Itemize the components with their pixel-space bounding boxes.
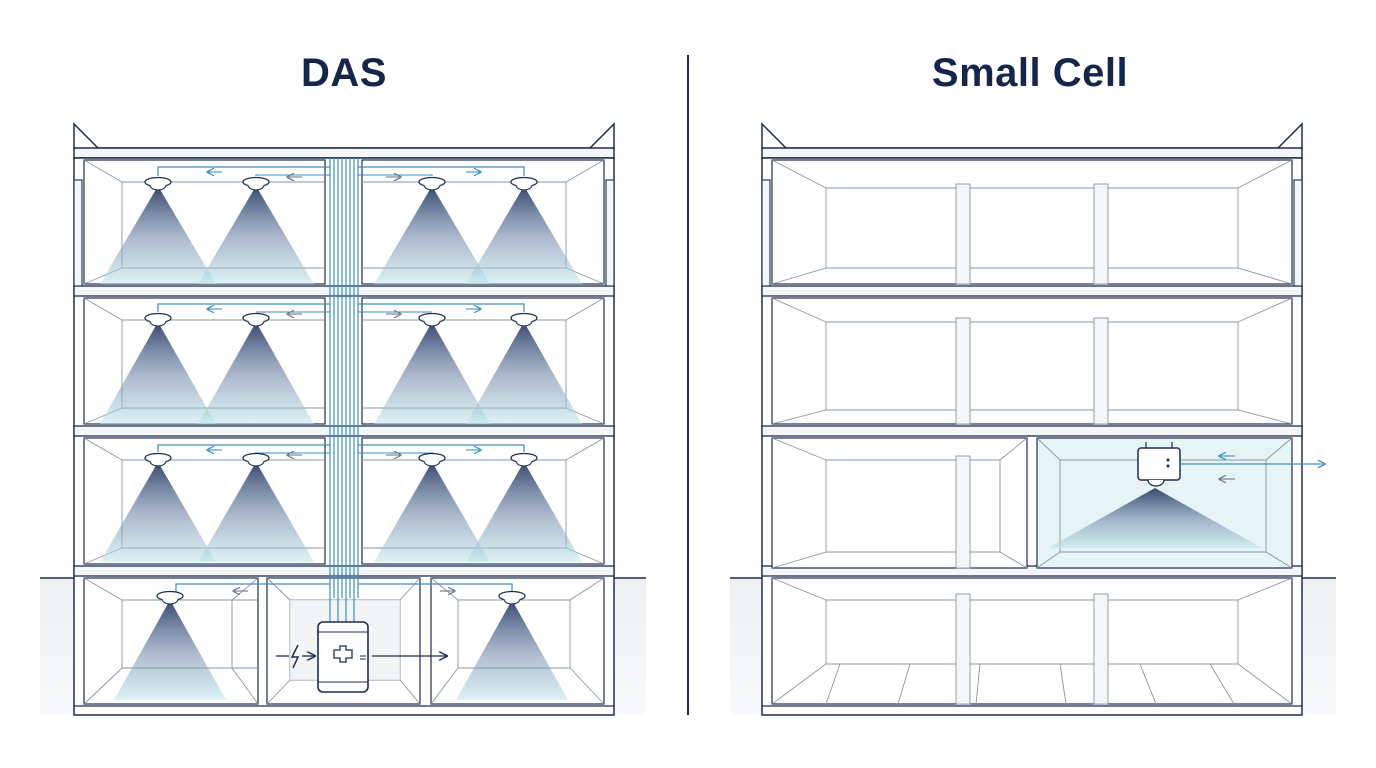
coverage-beam	[466, 322, 582, 424]
floor-space	[771, 159, 1293, 285]
ceiling-antenna-icon	[144, 176, 172, 191]
ceiling-antenna-icon	[242, 452, 270, 467]
room	[771, 437, 1028, 569]
floor-slab	[761, 425, 1303, 437]
ceiling-antenna-icon	[418, 312, 446, 327]
roof-parapet	[73, 122, 615, 150]
floor-space	[771, 577, 1293, 705]
das-riser-cables	[329, 158, 359, 598]
ceiling-antenna-icon	[144, 452, 172, 467]
ceiling-antenna-icon	[510, 176, 538, 191]
coverage-beam	[466, 462, 582, 562]
feed-line	[358, 303, 525, 312]
ceiling-antenna-icon	[498, 590, 526, 605]
feed-line	[358, 174, 433, 176]
feed-line	[358, 583, 513, 592]
coverage-beam	[466, 186, 582, 284]
ceiling-antenna-icon	[510, 452, 538, 467]
coverage-beam	[198, 186, 314, 284]
ceiling-antenna-icon	[156, 590, 184, 605]
roof-parapet	[761, 122, 1303, 150]
coverage-beam	[374, 322, 490, 424]
feed-line	[157, 166, 330, 176]
small-cell-beam	[1048, 488, 1262, 548]
floor-slab	[73, 565, 615, 577]
floor-slab	[761, 565, 1303, 577]
lightning-icon	[276, 644, 314, 669]
floor-slab	[761, 285, 1303, 297]
feed-line	[157, 444, 330, 452]
coverage-beam	[114, 600, 226, 700]
feed-line	[255, 174, 330, 176]
floor-slab	[73, 425, 615, 437]
coverage-beam	[456, 600, 568, 700]
feed-line	[358, 444, 525, 452]
small-cell-building	[730, 122, 1336, 716]
das-horizontal-feeds	[144, 166, 538, 605]
feed-line	[157, 303, 330, 312]
floor-slab	[73, 285, 615, 297]
das-head-end-icon	[317, 598, 369, 693]
das-coverage-beams	[100, 186, 582, 700]
ceiling-antenna-icon	[418, 176, 446, 191]
coverage-beam	[374, 462, 490, 562]
coverage-beam	[198, 322, 314, 424]
ceiling-antenna-icon	[242, 312, 270, 327]
ceiling-antenna-icon	[144, 312, 172, 327]
roof-slab	[761, 147, 1303, 159]
floor-space	[771, 297, 1293, 425]
feed-line	[175, 583, 330, 592]
das-title: DAS	[301, 51, 387, 95]
coverage-beam	[374, 186, 490, 284]
coverage-beam	[198, 462, 314, 562]
coverage-beam	[100, 462, 216, 562]
small-cell-title: Small Cell	[931, 51, 1129, 95]
coverage-beam	[100, 322, 216, 424]
feed-line	[358, 166, 525, 176]
coverage-beam	[100, 186, 216, 284]
roof-slab	[73, 147, 615, 159]
ceiling-antenna-icon	[418, 452, 446, 467]
ceiling-antenna-icon	[510, 312, 538, 327]
small-cell-radio-icon	[1137, 442, 1324, 487]
ceiling-antenna-icon	[242, 176, 270, 191]
